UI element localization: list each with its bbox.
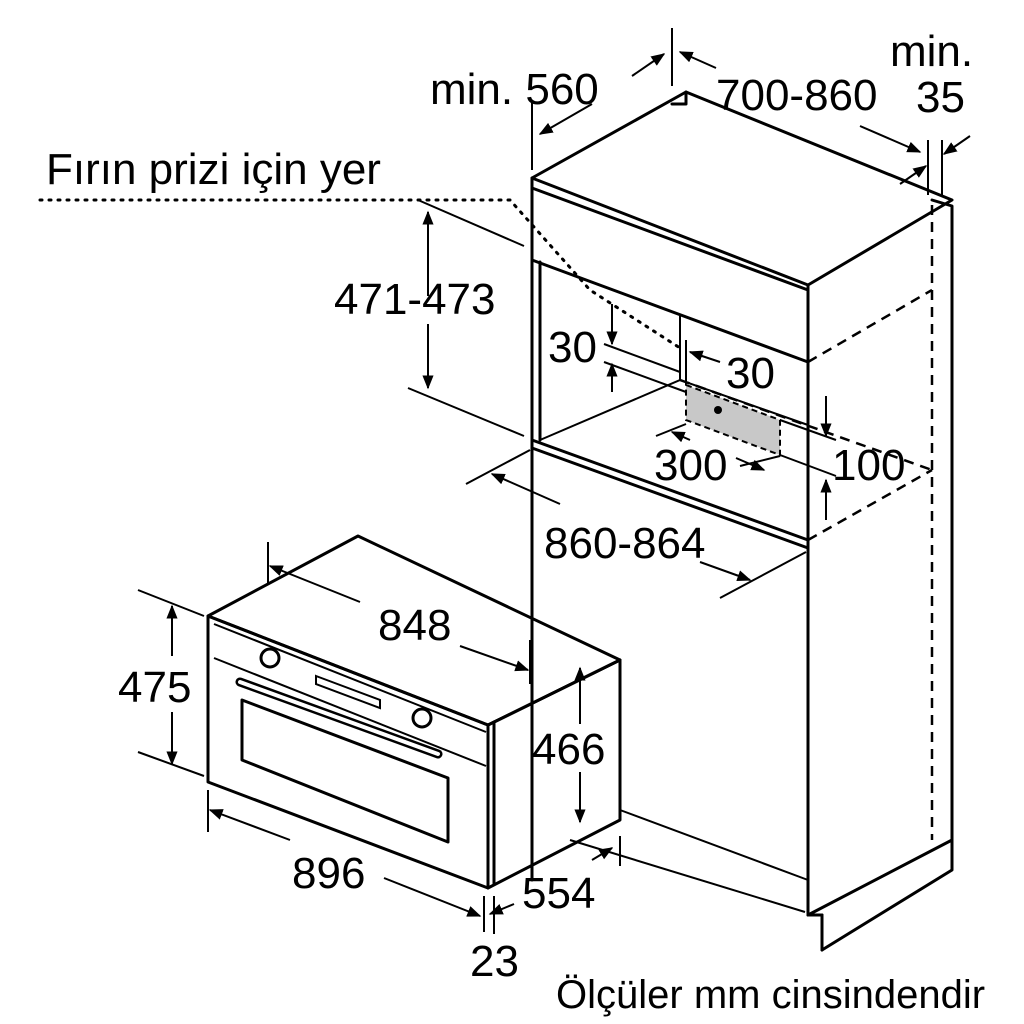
label-socket-height-100: 100 <box>832 441 905 490</box>
cabinet <box>530 90 954 952</box>
label-offset-30-vertical: 30 <box>548 323 597 372</box>
oven-display <box>315 674 381 710</box>
label-front-thickness-23: 23 <box>470 937 519 986</box>
oven-front <box>206 614 490 890</box>
label-depth-554: 554 <box>522 869 595 918</box>
label-min-560: min. 560 <box>430 65 599 114</box>
label-height-471-473: 471-473 <box>334 275 495 324</box>
knob-left-icon <box>259 647 281 669</box>
knob-right-icon <box>411 707 433 729</box>
oven-window <box>240 698 450 844</box>
socket-point <box>714 406 722 414</box>
label-offset-30-horizontal: 30 <box>726 349 775 398</box>
label-socket-area: Fırın prizi için yer <box>46 145 381 194</box>
label-oven-width-848: 848 <box>378 601 451 650</box>
cabinet-plinth <box>806 838 954 952</box>
label-units-note: Ölçüler mm cinsindendir <box>556 973 985 1017</box>
label-min-word: min. <box>890 27 973 76</box>
label-oven-height-475: 475 <box>118 663 191 712</box>
label-width-860-864: 860-864 <box>544 519 705 568</box>
label-depth-700-860: 700-860 <box>716 71 877 120</box>
oven <box>206 534 622 890</box>
label-front-width-896: 896 <box>292 849 365 898</box>
oven-side <box>486 658 622 890</box>
label-socket-width-300: 300 <box>654 441 727 490</box>
label-oven-body-height-466: 466 <box>532 725 605 774</box>
label-gap-35: 35 <box>916 73 965 122</box>
socket-leader-line <box>38 198 682 350</box>
cabinet-top <box>530 90 954 287</box>
